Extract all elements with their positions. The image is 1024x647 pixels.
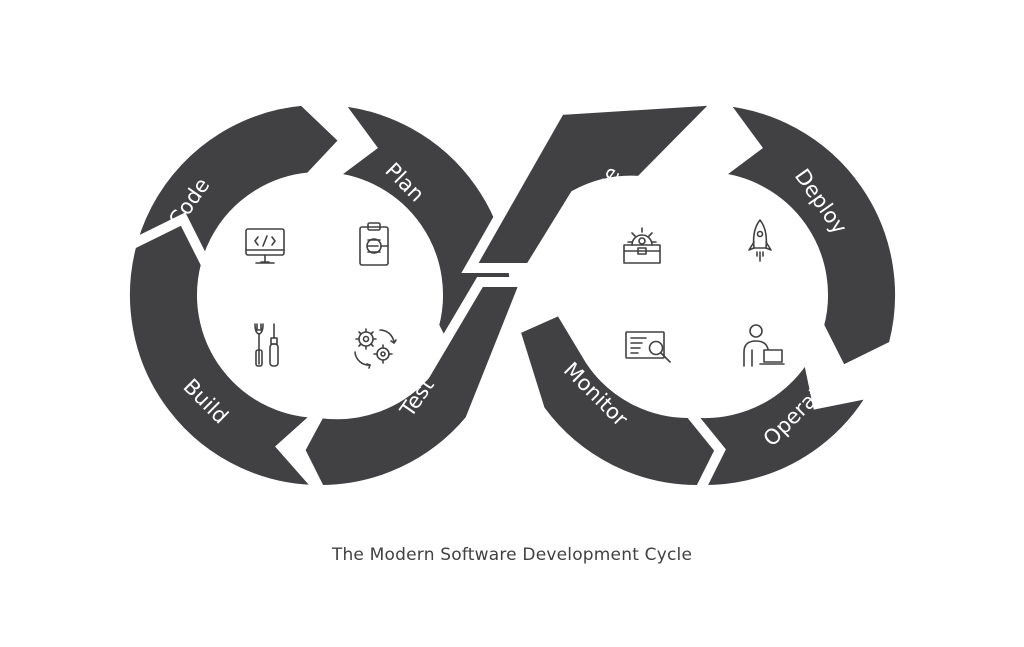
segment-deploy	[701, 94, 905, 378]
gears-cycle-icon	[354, 328, 397, 369]
wrench-screwdriver-icon	[254, 323, 279, 367]
segment-test	[294, 277, 533, 496]
monitor-code-icon	[245, 228, 285, 264]
segment-release	[461, 94, 733, 273]
rocket-icon	[748, 219, 772, 262]
clipboard-icon	[359, 222, 389, 266]
toolbox-gear-icon	[623, 227, 661, 264]
diagram-caption: The Modern Software Development Cycle	[331, 545, 693, 565]
segment-build	[120, 212, 334, 496]
screen-magnifier-icon	[625, 331, 671, 363]
segment-monitor	[508, 303, 726, 496]
cycle-segments	[119, 94, 905, 496]
person-laptop-icon	[743, 324, 785, 367]
